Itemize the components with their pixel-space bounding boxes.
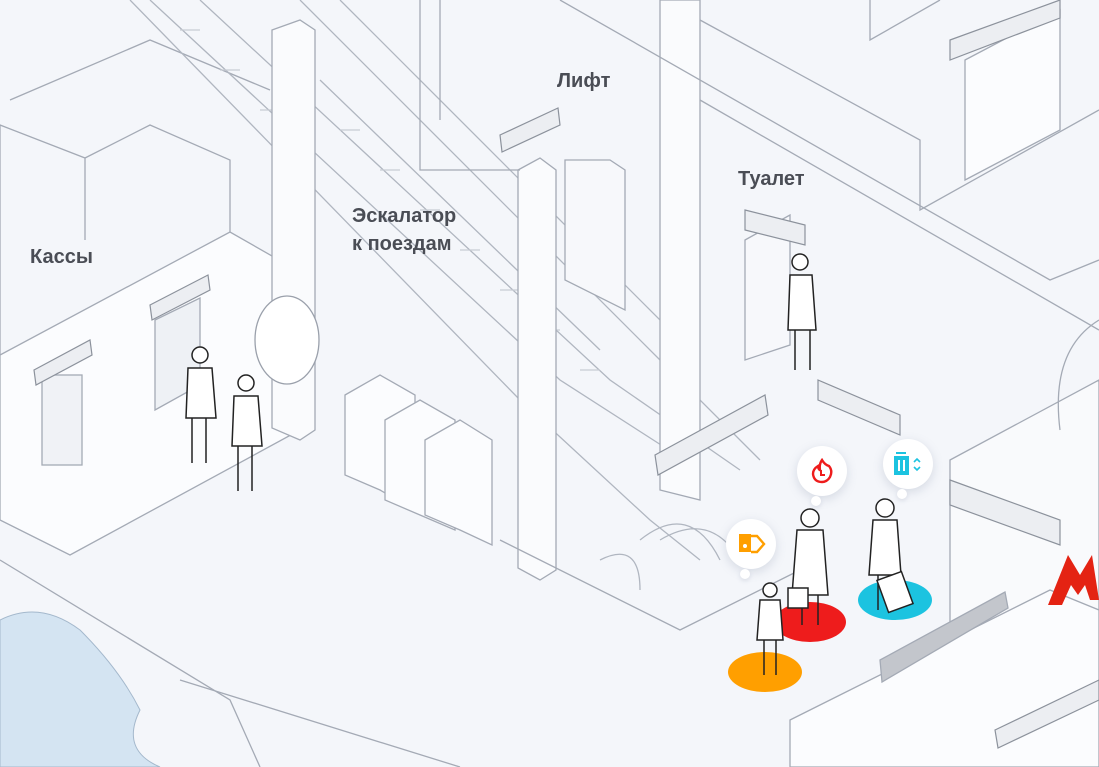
label-escalator-line2: к поездам <box>352 233 452 255</box>
label-escalator-line1: Эскалатор <box>352 205 457 227</box>
people <box>185 253 914 675</box>
marker-bubble-ticket[interactable] <box>726 519 776 579</box>
pillar <box>517 157 557 581</box>
label-tickets: Кассы <box>30 246 93 268</box>
marker-bubble-fire[interactable] <box>797 446 847 506</box>
signs <box>33 0 1099 749</box>
label-lift: Лифт <box>557 70 611 92</box>
pillar <box>659 0 701 501</box>
label-toilet: Туалет <box>738 168 805 190</box>
fire-clock-icon <box>811 458 833 484</box>
elevator-icon <box>894 452 921 475</box>
marker-floor-orange <box>728 652 802 692</box>
person <box>756 582 784 675</box>
marker-floor-red <box>774 602 846 642</box>
ticket-icon <box>739 534 766 554</box>
person <box>787 508 829 625</box>
metro-logo <box>1048 555 1099 605</box>
ticket-office <box>0 39 301 556</box>
person <box>868 498 914 614</box>
person <box>231 374 263 491</box>
metro-map-stand <box>254 295 320 385</box>
person <box>185 346 217 463</box>
ticket-machines <box>344 374 493 547</box>
water <box>0 611 161 767</box>
person <box>787 253 817 370</box>
marker-bubble-elevator[interactable] <box>883 439 933 499</box>
